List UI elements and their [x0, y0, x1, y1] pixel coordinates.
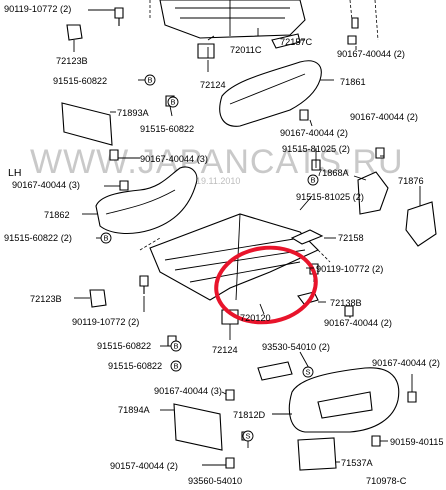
part-label: 91515-60822: [53, 76, 107, 86]
catalog-code: 710978-C: [366, 476, 407, 486]
svg-text:B: B: [171, 98, 176, 107]
marker-b-mid-left: B: [167, 96, 179, 108]
watermark-date: 19.11.2010: [196, 176, 240, 186]
highlight-circle: [214, 245, 318, 325]
svg-text:S: S: [246, 432, 251, 441]
seat-track-upper: [159, 0, 306, 39]
part-label: 93560-54010: [188, 476, 242, 486]
part-label: 90167-40044 (2): [324, 318, 392, 328]
screw-icon: [344, 305, 354, 317]
part-label: 72123B: [30, 294, 62, 304]
part-label: 72138B: [330, 298, 362, 308]
part-label: 91515-60822: [97, 341, 151, 351]
svg-text:S: S: [306, 368, 311, 377]
part-label: 72124: [200, 80, 226, 90]
part-label: 720120: [240, 313, 271, 323]
end-cap-part: [66, 24, 83, 41]
shield-edge-line: [229, 73, 306, 105]
part-label: 71812D: [233, 410, 266, 420]
svg-text:B: B: [104, 234, 109, 243]
svg-text:B: B: [174, 362, 179, 371]
watermark-text: WWW.JAPANCATS.RU: [30, 143, 404, 181]
clip-part: [197, 43, 215, 59]
part-label: 90167-40044 (2): [372, 358, 440, 368]
screw-icon: [351, 17, 359, 29]
part-label: 90119-10772 (2): [72, 317, 139, 327]
cover-71894A: [173, 403, 223, 451]
knob-71868A: [357, 171, 389, 215]
slider-part-72158: [290, 229, 324, 245]
bolt-icon: [114, 7, 124, 26]
screw-icon: [375, 147, 385, 159]
part-label: 90159-40115 (2): [390, 437, 446, 447]
screw-icon: [225, 457, 235, 469]
part-label: 91515-60822: [108, 361, 162, 371]
end-cap-part: [89, 289, 107, 308]
part-label: 72157C: [280, 37, 313, 47]
marker-b-top-left: B: [144, 74, 156, 86]
part-label: 90157-40044 (2): [110, 461, 178, 471]
screw-icon: [407, 391, 417, 403]
screw-icon: [119, 180, 129, 191]
plug-93530: [257, 361, 293, 381]
part-label: 90167-40044 (2): [337, 49, 405, 59]
marker-b-low-left: B: [170, 340, 182, 352]
part-label: 90119-10772 (2): [4, 4, 71, 14]
screw-icon: [225, 389, 235, 401]
marker-b-right: B: [100, 232, 112, 244]
part-label: 72124: [212, 345, 238, 355]
part-label: 91515-60822: [140, 124, 194, 134]
frame-dash: [139, 237, 331, 263]
part-label: 72158: [338, 233, 364, 243]
part-label: 71868A: [317, 168, 350, 178]
part-label: 91515-81025 (2): [296, 192, 364, 202]
part-label: 90167-40044 (3): [154, 386, 222, 396]
side-indicator: LH: [8, 167, 21, 179]
marker-b-low: B: [170, 360, 182, 372]
part-label: 71537A: [341, 458, 374, 468]
cover-71893A: [61, 102, 113, 146]
knob-recess: [317, 391, 373, 419]
bolt-icon: [139, 275, 149, 294]
part-label: 91515-81025 (2): [282, 144, 350, 154]
part-label: 71894A: [118, 405, 151, 415]
marker-s-right: S: [302, 366, 314, 378]
part-label: 90167-40044 (2): [350, 112, 418, 122]
cover-71537A: [297, 437, 337, 471]
part-label: 72123B: [56, 56, 88, 66]
part-label: 71876: [398, 176, 424, 186]
marker-b-mid: B: [307, 174, 319, 186]
part-label: 71862: [44, 210, 70, 220]
frame-detail-lines: [164, 213, 306, 301]
part-label: 90167-40044 (2): [280, 128, 348, 138]
marker-s-bottom: S: [242, 430, 254, 442]
part-label: 72011C: [230, 45, 262, 55]
part-label: 93530-54010 (2): [262, 342, 330, 352]
seat-track-detail: [175, 0, 290, 36]
svg-text:B: B: [148, 76, 153, 85]
screw-icon: [371, 435, 381, 447]
svg-text:B: B: [311, 176, 316, 185]
part-label: 90167-40044 (3): [12, 180, 80, 190]
side-shield-71862: [95, 166, 198, 235]
screw-icon: [299, 109, 309, 121]
shield-edge-line: [105, 189, 176, 215]
part-label: 71893A: [117, 108, 150, 118]
part-label: 90119-10772 (2): [316, 264, 383, 274]
screw-icon: [109, 149, 119, 161]
bracket-part: [271, 33, 301, 49]
cover-71876: [405, 201, 437, 247]
part-label: 90167-40044 (3): [140, 154, 208, 164]
svg-text:B: B: [174, 342, 179, 351]
screw-icon: [347, 35, 357, 45]
part-label: 71861: [340, 77, 366, 87]
part-label: 91515-60822 (2): [4, 233, 72, 243]
